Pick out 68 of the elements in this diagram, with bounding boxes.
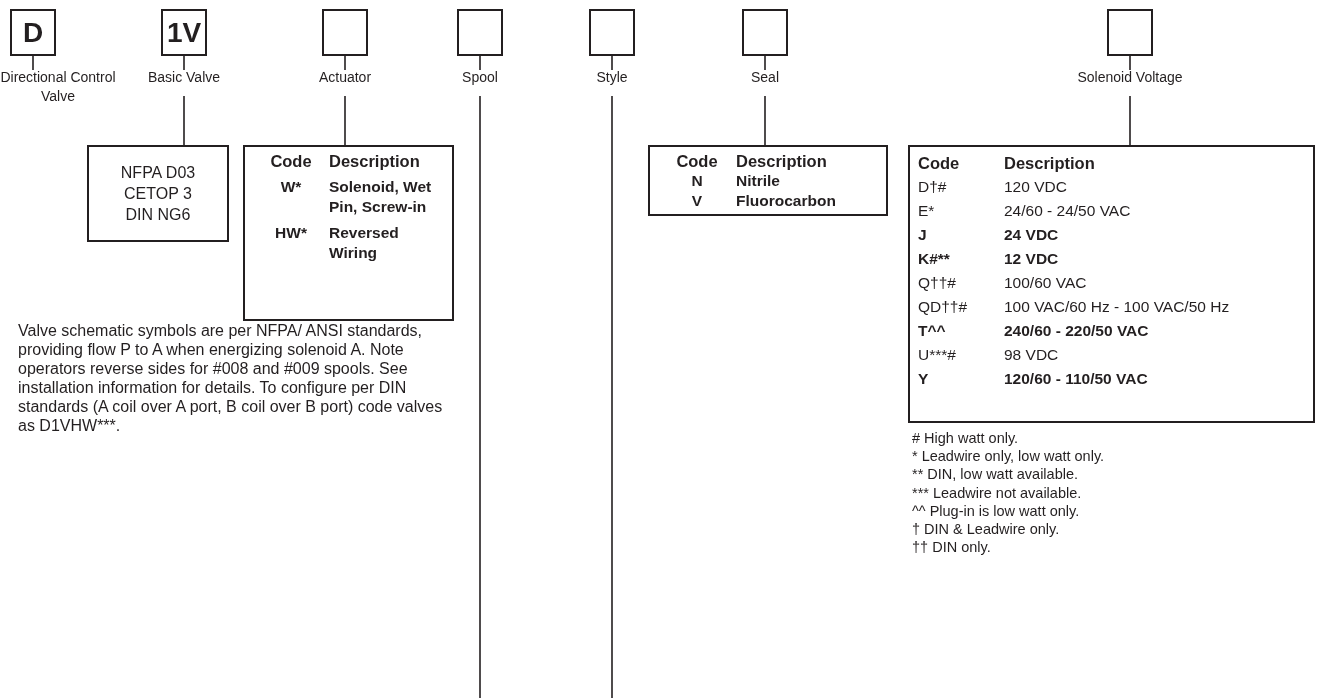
column-header: Description (1004, 153, 1096, 174)
code-box (322, 9, 368, 56)
description-text: Nitrile (736, 171, 781, 191)
column-header: Code (675, 151, 719, 171)
description-text: 12 VDC (1004, 249, 1060, 269)
description-text: Solenoid, Wet Pin, Screw-in (329, 177, 433, 217)
field-label: Spool (461, 68, 499, 87)
description-text: 100 VAC/60 Hz - 100 VAC/50 Hz (1004, 297, 1231, 317)
footnote-text: *** Leadwire not available. (912, 483, 1082, 503)
code-value: V (690, 191, 704, 211)
footnote-text: # High watt only. (912, 429, 1019, 448)
code-value: W* (279, 177, 303, 197)
code-value: E* (918, 201, 936, 221)
column-header: Description (736, 151, 828, 171)
field-label: Actuator (317, 68, 373, 87)
code-value: T^^ (918, 321, 947, 341)
footnote-text: † DIN & Leadwire only. (912, 520, 1060, 539)
code-value: J (918, 225, 928, 245)
field-label: Directional Control Valve (0, 68, 116, 106)
connector-line (1129, 95, 1131, 146)
note-paragraph: Valve schematic symbols are per NFPA/ ANSI standards, providing flow P to A when energizing solenoid A. Note operators reverse sides for #008 and #009 spools. See installation information for details. To configure per DIN standards (A coil over A port, B coil over B port) code valves as D1VHW***. (18, 321, 444, 435)
connector-line (344, 95, 346, 146)
code-table (908, 145, 1315, 423)
code-box (161, 9, 207, 56)
column-header: Description (329, 151, 421, 171)
column-header: Code (918, 153, 961, 174)
column-header: Code (269, 151, 313, 171)
code-value: U***# (918, 345, 957, 365)
connector-line (611, 95, 613, 698)
footnote-text: ^^ Plug-in is low watt only. (912, 501, 1080, 521)
connector-line (479, 95, 481, 698)
description-text: Fluorocarbon (736, 191, 837, 211)
code-value: Q††# (918, 273, 957, 293)
option-box (87, 145, 229, 242)
footnote-text: ** DIN, low watt available. (912, 465, 1078, 485)
code-letter: D (22, 16, 44, 49)
connector-line (764, 95, 766, 146)
code-value: N (690, 171, 704, 191)
code-value: D†# (918, 177, 948, 197)
footnote-text: * Leadwire only, low watt only. (912, 447, 1105, 467)
description-text: 24 VDC (1004, 225, 1060, 245)
field-label: Solenoid Voltage (1076, 68, 1184, 87)
code-box (10, 9, 56, 56)
code-value: K#** (918, 249, 951, 269)
description-text: 240/60 - 220/50 VAC (1004, 321, 1150, 341)
code-box (589, 9, 635, 56)
field-label: Style (595, 68, 629, 87)
description-text: 120 VDC (1004, 177, 1068, 197)
code-box (742, 9, 788, 56)
description-text: 120/60 - 110/50 VAC (1004, 369, 1149, 389)
footnote-text: †† DIN only. (912, 538, 991, 558)
code-table (243, 145, 454, 321)
code-box (457, 9, 503, 56)
description-text: 100/60 VAC (1004, 273, 1088, 293)
code-letter: 1V (166, 16, 202, 49)
connector-line (183, 95, 185, 146)
option-text: NFPA D03 (120, 163, 196, 183)
code-box (1107, 9, 1153, 56)
option-text: CETOP 3 (124, 184, 192, 204)
description-text: 24/60 - 24/50 VAC (1004, 201, 1132, 221)
code-table (648, 145, 888, 216)
description-text: Reversed Wiring (329, 223, 400, 263)
code-value: Y (918, 369, 930, 389)
option-text: DIN NG6 (125, 205, 191, 225)
description-text: 98 VDC (1004, 345, 1060, 365)
code-value: HW* (274, 223, 308, 243)
field-label: Seal (750, 68, 780, 87)
code-value: QD††# (918, 297, 969, 317)
